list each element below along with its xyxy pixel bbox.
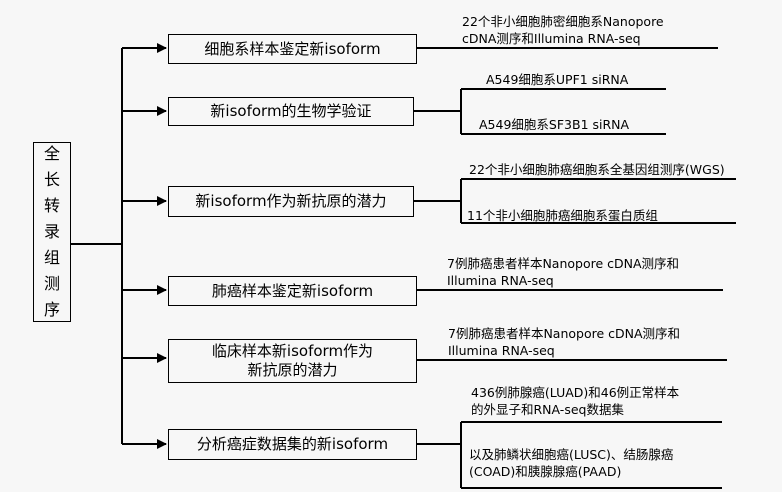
root-label: 全 长 转 录 组 测 序 <box>44 141 60 323</box>
note-line: 7例肺癌患者样本Nanopore cDNA测序和 <box>447 256 680 271</box>
note-line: 7例肺癌患者样本Nanopore cDNA测序和 <box>448 326 681 341</box>
root-char: 组 <box>43 248 60 267</box>
note-line: A549细胞系UPF1 siRNA <box>486 72 629 87</box>
branch-3-note-2: 11个非小细胞肺癌细胞系蛋白质组 <box>467 207 658 224</box>
branch-1-box: 细胞系样本鉴定新isoform <box>168 34 417 64</box>
note-line: 以及肺鳞状细胞癌(LUSC)、结肠腺癌 <box>469 447 674 462</box>
root-char: 序 <box>43 300 60 319</box>
branch-6-note-1: 436例肺腺癌(LUAD)和46例正常样本 的外显子和RNA-seq数据集 <box>471 384 679 418</box>
root-node: 全 长 转 录 组 测 序 <box>33 142 71 322</box>
note-line: (COAD)和胰腺腺癌(PAAD) <box>469 464 622 479</box>
root-char: 录 <box>43 222 60 241</box>
branch-6-label: 分析癌症数据集的新isoform <box>196 435 389 453</box>
branch-6-box: 分析癌症数据集的新isoform <box>168 429 417 460</box>
note-line: 22个非小细胞肺密细胞系Nanopore <box>462 14 664 29</box>
branch-2-note-2: A549细胞系SF3B1 siRNA <box>479 116 629 133</box>
note-line: 436例肺腺癌(LUAD)和46例正常样本 <box>471 385 680 400</box>
note-line: 的外显子和RNA-seq数据集 <box>471 402 624 417</box>
branch-2-label: 新isoform的生物学验证 <box>210 102 372 120</box>
note-line: Illumina RNA-seq <box>448 343 555 358</box>
note-line: 11个非小细胞肺癌细胞系蛋白质组 <box>467 208 658 223</box>
branch-5-label-line-2: 新抗原的潜力 <box>247 361 338 379</box>
branch-4-note: 7例肺癌患者样本Nanopore cDNA测序和 Illumina RNA-se… <box>447 255 679 289</box>
branch-3-note-1: 22个非小细胞肺癌细胞系全基因组测序(WGS) <box>469 161 725 178</box>
branch-3-box: 新isoform作为新抗原的潜力 <box>168 186 414 217</box>
branch-6-note-2: 以及肺鳞状细胞癌(LUSC)、结肠腺癌 (COAD)和胰腺腺癌(PAAD) <box>469 446 673 480</box>
root-char: 转 <box>43 196 60 215</box>
branch-5-note: 7例肺癌患者样本Nanopore cDNA测序和 Illumina RNA-se… <box>448 325 680 359</box>
branch-2-note-1: A549细胞系UPF1 siRNA <box>486 71 628 88</box>
branch-5-label-line-1: 临床样本新isoform作为 <box>211 342 374 360</box>
root-char: 长 <box>43 170 60 189</box>
branch-5-box: 临床样本新isoform作为 新抗原的潜力 <box>168 339 417 383</box>
note-line: Illumina RNA-seq <box>447 273 554 288</box>
root-char: 全 <box>43 144 60 163</box>
branch-4-box: 肺癌样本鉴定新isoform <box>168 276 417 306</box>
note-line: A549细胞系SF3B1 siRNA <box>479 117 630 132</box>
branch-4-label: 肺癌样本鉴定新isoform <box>211 281 374 300</box>
root-char: 测 <box>43 274 60 293</box>
branch-2-box: 新isoform的生物学验证 <box>168 97 414 126</box>
branch-1-label: 细胞系样本鉴定新isoform <box>204 39 381 58</box>
branch-3-label: 新isoform作为新抗原的潜力 <box>195 192 387 210</box>
note-line: 22个非小细胞肺癌细胞系全基因组测序(WGS) <box>469 162 725 177</box>
note-line: cDNA测序和Illumina RNA-seq <box>462 31 641 46</box>
branch-1-note: 22个非小细胞肺密细胞系Nanopore cDNA测序和Illumina RNA… <box>462 13 664 47</box>
